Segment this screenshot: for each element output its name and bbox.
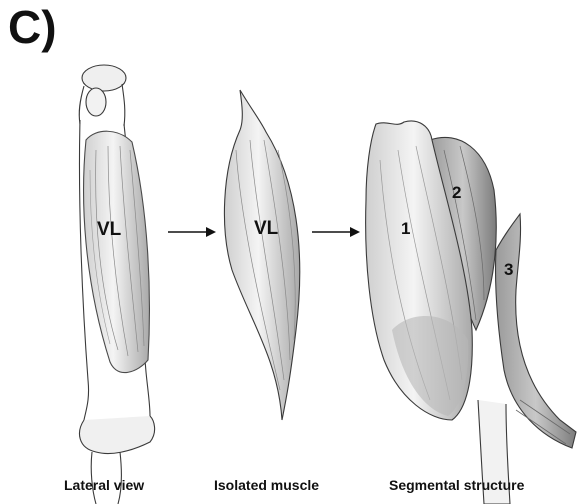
label-segment-3: 3 [504,261,513,278]
segmental-structure-drawing [366,121,576,504]
label-segment-2: 2 [452,184,461,201]
label-vl-isolated: VL [254,219,278,238]
label-segment-1: 1 [401,220,410,237]
segment-3 [495,214,576,448]
arrow-2 [312,227,360,237]
arrow-1 [168,227,216,237]
vl-muscle-lateral [84,131,150,372]
lateral-view-drawing [79,65,154,504]
caption-segmental-structure: Segmental structure [389,478,524,492]
caption-lateral-view: Lateral view [64,478,144,492]
caption-isolated-muscle: Isolated muscle [214,478,319,492]
vl-muscle-isolated [224,90,299,420]
femoral-head [82,65,126,91]
isolated-muscle-drawing [224,90,299,420]
label-vl-lateral: VL [97,220,121,239]
panel-label: C) [8,4,57,50]
